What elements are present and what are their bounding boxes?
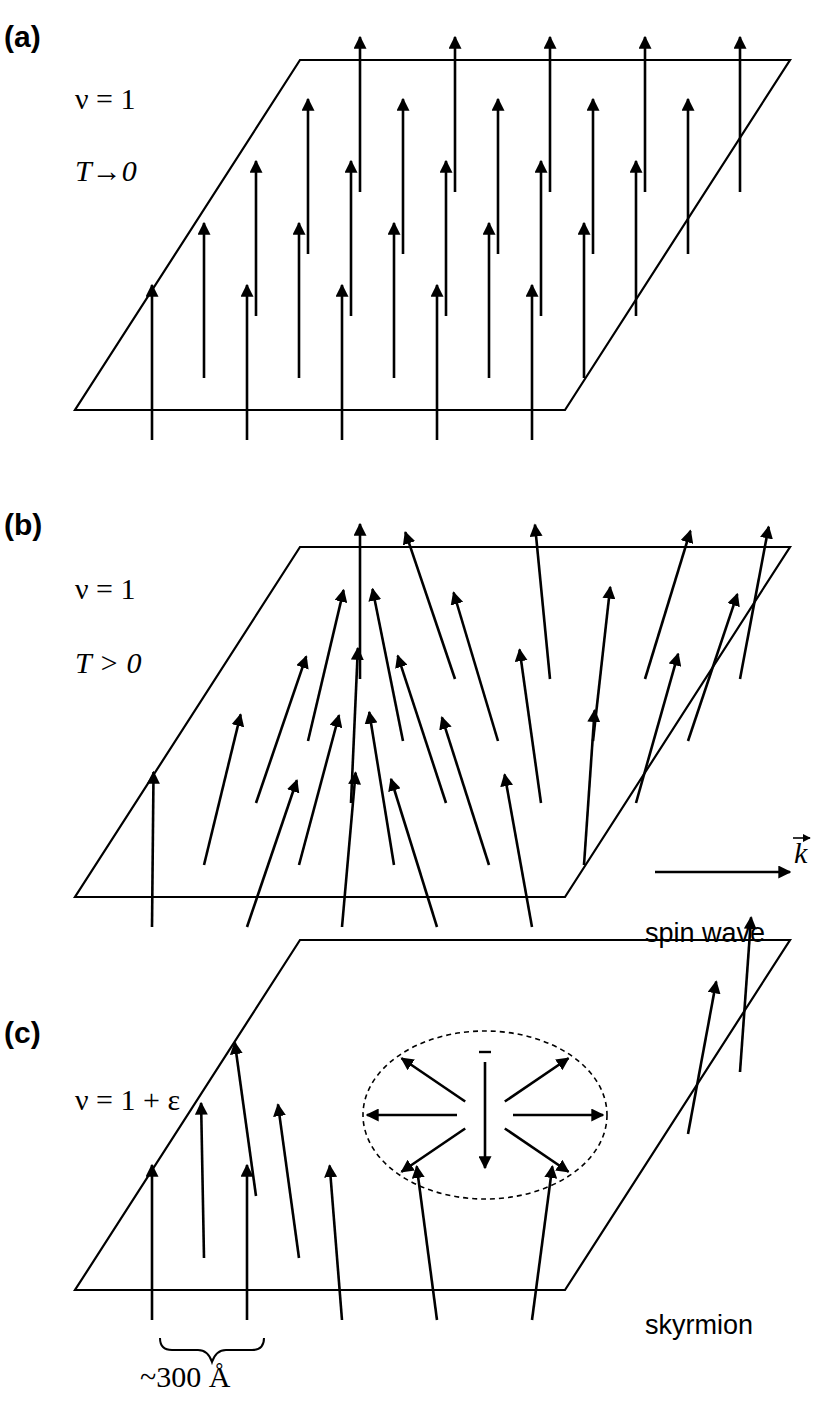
- spin-arrow: [513, 1114, 603, 1117]
- spin-arrow: [369, 712, 394, 865]
- spin-arrow: [535, 525, 550, 679]
- spin-arrow: [298, 223, 301, 378]
- spin-arrow: [405, 532, 455, 679]
- spin-arrow: [246, 1165, 249, 1320]
- spin-arrow: [592, 99, 595, 254]
- spin-arrow: [307, 99, 310, 254]
- spin-arrow: [488, 223, 491, 378]
- spin-arrow: [308, 590, 344, 741]
- annotation: skyrmion: [645, 1312, 753, 1339]
- spin-arrow: [532, 1166, 552, 1320]
- spin-arrow: [655, 871, 790, 874]
- spin-arrow: [330, 1165, 342, 1320]
- spin-arrow: [151, 1165, 154, 1320]
- annotation: T→0: [75, 156, 137, 186]
- spin-arrow: [688, 982, 716, 1134]
- arrow-tail: [479, 1051, 491, 1053]
- spin-arrow: [645, 531, 690, 679]
- spin-arrow: [391, 779, 437, 927]
- spin-arrow: [540, 161, 543, 316]
- spin-arrow: [255, 161, 258, 316]
- spin-arrow: [342, 773, 356, 927]
- spin-arrow: [299, 715, 339, 865]
- spin-arrow: [505, 1128, 569, 1171]
- spin-arrow: [505, 774, 532, 927]
- spin-arrow: [454, 37, 457, 192]
- spin-arrow: [644, 37, 647, 192]
- spin-arrow: [393, 223, 396, 378]
- spin-arrow: [256, 656, 306, 803]
- spin-arrow: [235, 1042, 256, 1196]
- spin-arrow: [341, 285, 344, 440]
- spin-arrow: [359, 37, 362, 192]
- annotation: ν = 1: [75, 574, 135, 604]
- annotation: T > 0: [75, 648, 141, 678]
- spin-arrow: [484, 1062, 487, 1168]
- spin-arrow: [278, 1104, 299, 1258]
- spin-arrow: [367, 1114, 457, 1117]
- spin-arrow: [204, 714, 241, 865]
- spin-arrow: [398, 656, 446, 803]
- plane: [75, 940, 790, 1290]
- spin-arrow: [152, 772, 154, 927]
- panel-label: (c): [4, 1018, 41, 1048]
- spin-arrow: [402, 1058, 466, 1101]
- spin-arrow: [151, 285, 154, 440]
- spin-arrow: [402, 1128, 466, 1171]
- spin-arrow: [350, 161, 353, 316]
- spin-arrow: [436, 285, 439, 440]
- annotation: ν = 1: [75, 84, 135, 114]
- spin-arrow: [454, 592, 498, 741]
- spin-arrow: [583, 223, 586, 378]
- spacing-bracket: [160, 1338, 264, 1362]
- spin-arrow: [203, 223, 206, 378]
- panel-label: (a): [4, 22, 41, 52]
- spin-arrow: [549, 37, 552, 192]
- annotation: ν = 1 + ε: [75, 1085, 180, 1115]
- annotation: k: [794, 838, 807, 868]
- spin-arrow: [635, 161, 638, 316]
- annotation: ~300 Å: [140, 1362, 230, 1392]
- skyrmion-boundary: [363, 1031, 607, 1199]
- panel-label: (b): [4, 510, 42, 540]
- spin-arrow: [531, 285, 534, 440]
- spin-arrow: [373, 589, 403, 741]
- spin-arrow: [351, 648, 358, 803]
- spin-arrow: [247, 780, 297, 927]
- spin-arrow: [417, 1166, 437, 1320]
- spin-arrow: [445, 161, 448, 316]
- spin-arrow: [442, 717, 489, 865]
- spin-arrow: [739, 37, 742, 192]
- annotation: spin wave: [645, 920, 765, 947]
- spin-arrow: [520, 649, 541, 803]
- spin-arrow: [687, 99, 690, 254]
- spin-arrow: [497, 99, 500, 254]
- spin-arrow: [740, 527, 769, 679]
- plane: [75, 60, 790, 410]
- spin-arrow: [402, 99, 405, 254]
- plane: [75, 547, 790, 897]
- spin-arrow: [688, 594, 737, 741]
- spin-arrow: [636, 654, 678, 803]
- spin-arrow: [505, 1058, 569, 1101]
- spin-arrow: [246, 285, 249, 440]
- spin-arrow: [201, 1103, 204, 1258]
- spin-arrow: [359, 524, 362, 679]
- spin-arrow: [593, 587, 610, 741]
